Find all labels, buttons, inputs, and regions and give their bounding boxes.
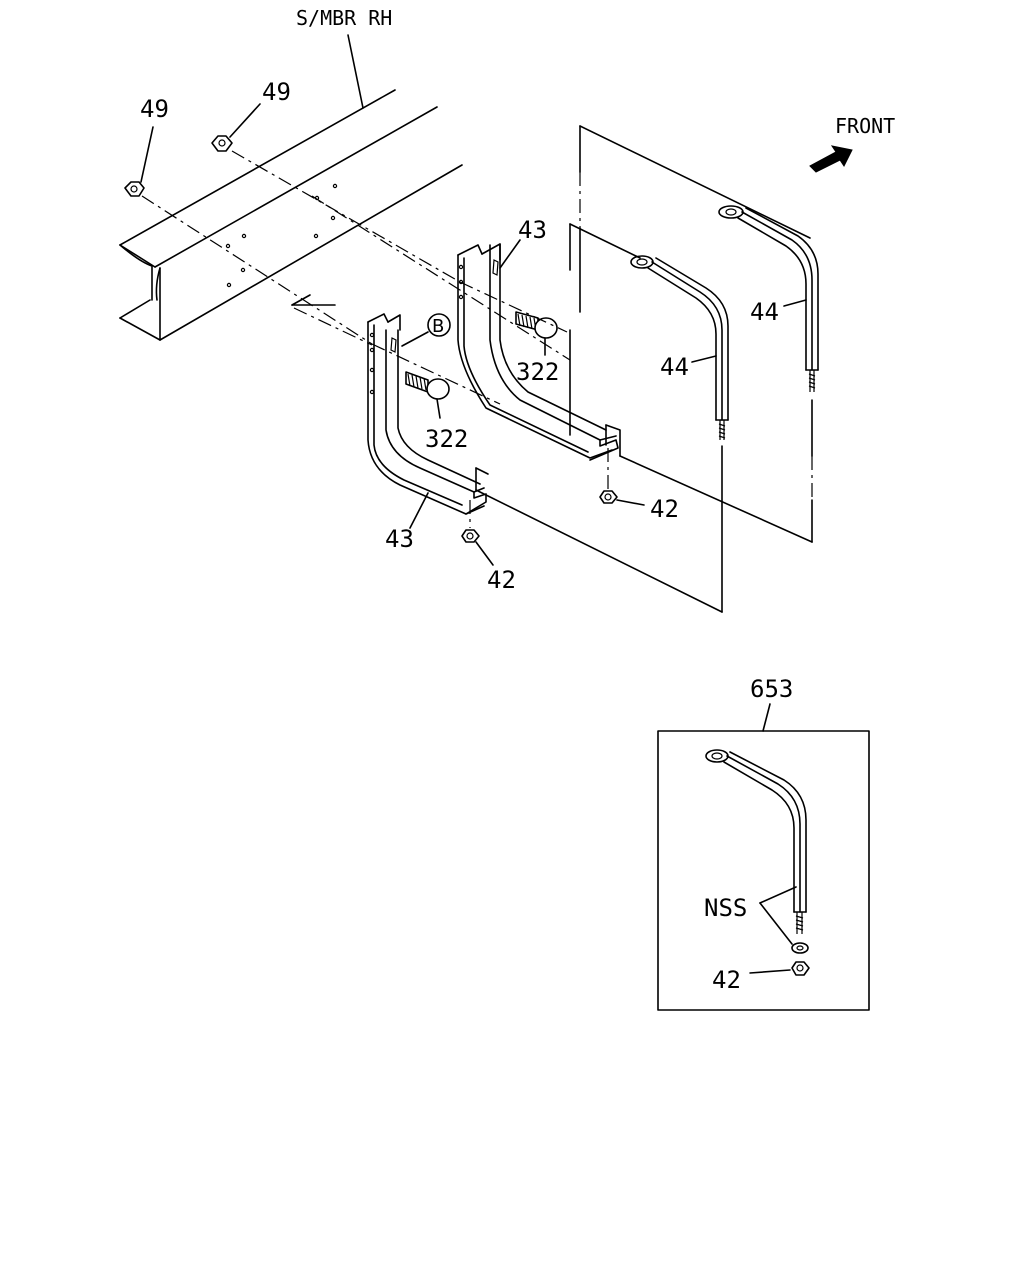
nss-label: NSS — [704, 894, 747, 922]
bolt-322-upper — [515, 311, 558, 356]
assembly-guide-lines — [475, 125, 813, 613]
strap-44-right — [718, 205, 819, 392]
bracket-43-lower-label: 43 — [385, 525, 414, 553]
nut-49-right-label: 49 — [262, 78, 291, 106]
bolt-322-lower — [405, 371, 450, 419]
nut-49-right — [211, 103, 261, 152]
kit-nut-42-label: 42 — [712, 966, 741, 994]
front-label: FRONT — [835, 114, 895, 138]
nut-42-lower — [461, 500, 494, 566]
frame-member-label: S/MBR RH — [296, 6, 392, 30]
frame-side-member — [119, 89, 463, 341]
front-arrow — [809, 145, 853, 173]
bracket-43-lower — [367, 313, 487, 529]
nut-49-left — [124, 126, 154, 197]
bracket-43-upper — [457, 239, 619, 461]
callout-b-label: B — [432, 316, 444, 337]
bolt-322-lower-label: 322 — [425, 425, 468, 453]
nut-42-lower-label: 42 — [487, 566, 516, 594]
kit-653-label: 653 — [750, 675, 793, 703]
strap-44-left-label: 44 — [660, 353, 689, 381]
nut-42-right — [599, 448, 645, 506]
kit-653-box — [657, 703, 870, 1011]
strap-44-right-label: 44 — [750, 298, 779, 326]
frame-leader — [347, 34, 364, 109]
callout-b: B — [401, 313, 451, 347]
bolt-axis-upper — [231, 150, 461, 283]
bracket-43-upper-label: 43 — [518, 216, 547, 244]
bolt-axis-lower — [141, 195, 373, 345]
nut-49-left-label: 49 — [140, 95, 169, 123]
strap-44-left — [630, 255, 729, 440]
bolt-322-upper-label: 322 — [516, 358, 559, 386]
nut-42-right-label: 42 — [650, 495, 679, 523]
